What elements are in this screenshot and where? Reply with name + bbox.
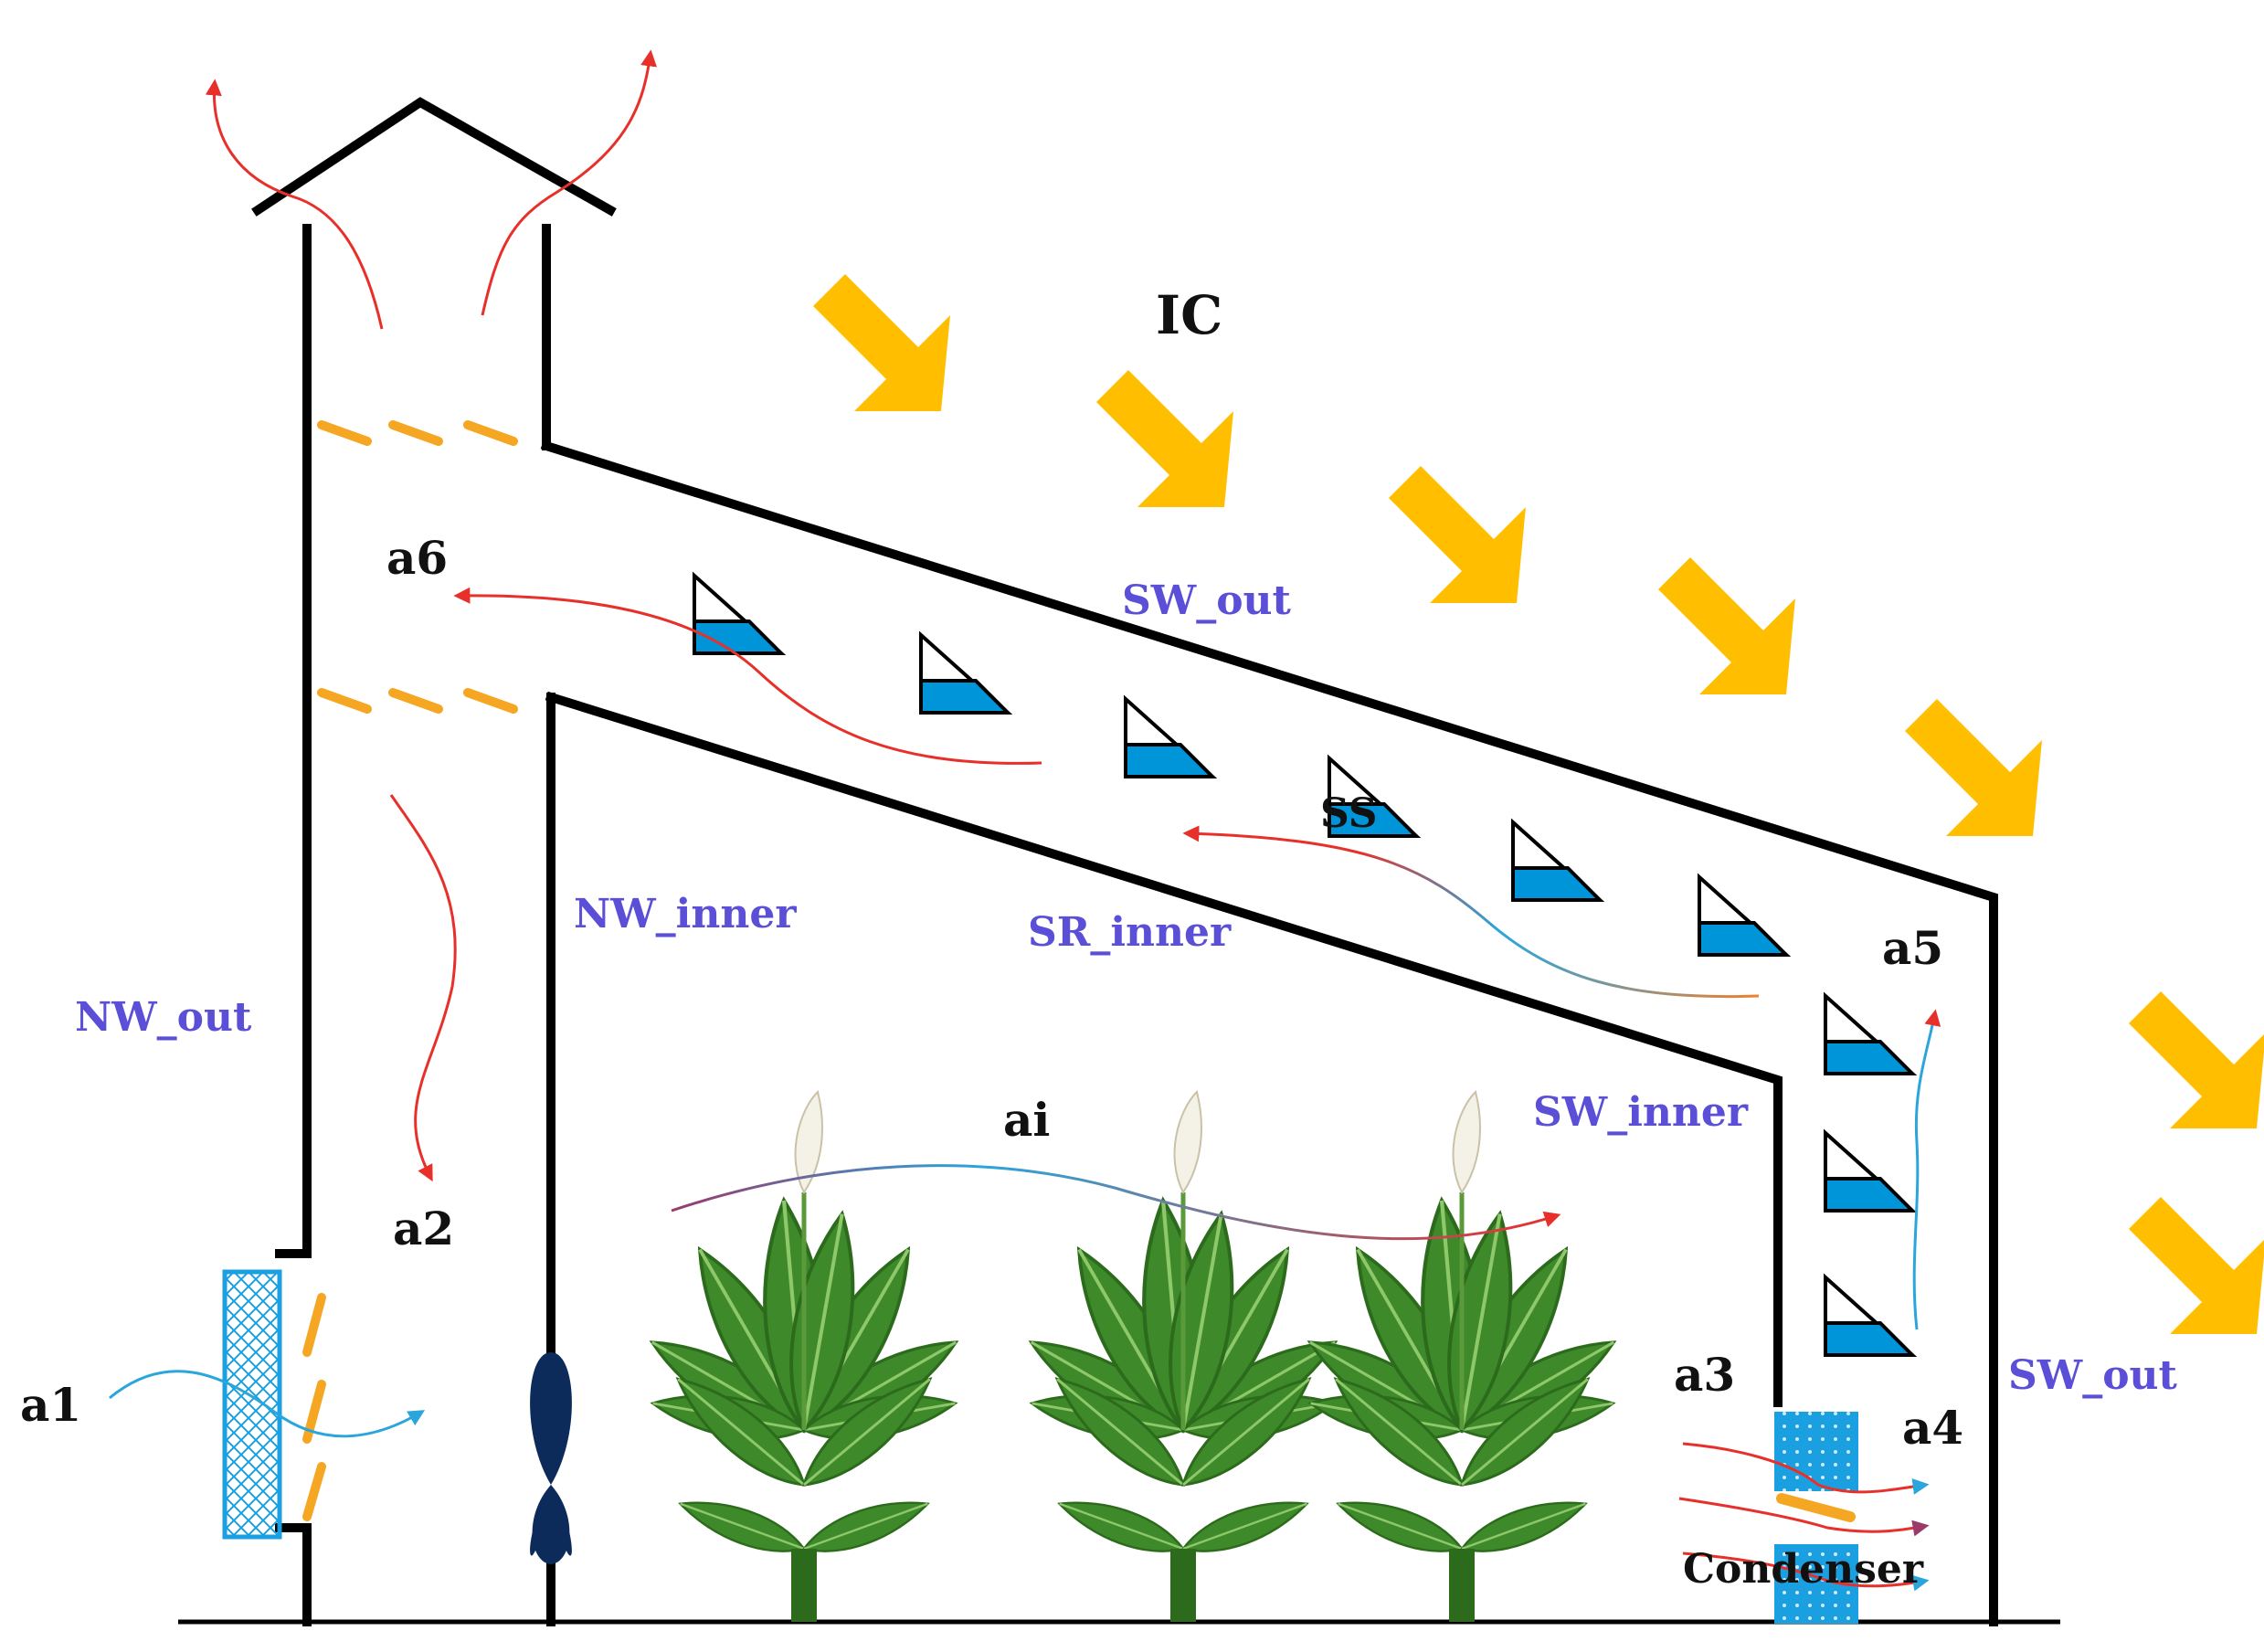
label-a1: a1 — [20, 1378, 81, 1432]
north-outer-wall — [275, 224, 312, 1626]
label-sw-inner: SW_inner — [1533, 1089, 1749, 1136]
plant-1 — [641, 1092, 968, 1622]
flow-down-to-a2 — [389, 794, 457, 1182]
label-sw-out-right: SW_out — [2008, 1352, 2178, 1399]
condenser-unit-top — [1774, 1412, 1858, 1491]
flow-up-a5 — [1912, 1009, 1941, 1330]
flow-condenser-3 — [1682, 1551, 1930, 1592]
solar-radiation-arrows — [813, 274, 2264, 1334]
fan-icon — [530, 1352, 572, 1564]
south-inner-roof — [545, 691, 1783, 1407]
flow-condenser-1 — [1682, 1442, 1930, 1495]
label-ic: IC — [1156, 284, 1222, 346]
chimney-exhaust-left — [205, 79, 384, 330]
flow-condenser-2 — [1678, 1497, 1930, 1537]
label-a4: a4 — [1902, 1401, 1963, 1455]
label-ss: SS — [1320, 790, 1378, 837]
label-sw-out-top: SW_out — [1122, 577, 1292, 624]
condenser-damper — [1776, 1493, 1856, 1522]
label-a2: a2 — [393, 1202, 454, 1255]
flow-inlet-a1 — [109, 1370, 426, 1438]
evaporative-pad — [222, 1269, 282, 1540]
upper-dampers — [322, 425, 513, 441]
chimney-exhaust-right — [481, 49, 657, 316]
flow-ai — [671, 1164, 1561, 1241]
lower-dampers — [322, 693, 513, 709]
air-flow-arrows — [109, 49, 1941, 1592]
plant-3 — [1299, 1092, 1625, 1622]
label-ai: ai — [1003, 1093, 1050, 1147]
south-outer-roof — [540, 439, 1998, 1626]
inlet-dampers — [302, 1293, 326, 1521]
label-condenser: Condenser — [1683, 1546, 1924, 1593]
label-nw-inner: NW_inner — [574, 891, 797, 937]
label-a3: a3 — [1674, 1348, 1735, 1402]
label-a6: a6 — [386, 531, 448, 585]
flow-sr-inner — [1182, 825, 1760, 999]
label-a5: a5 — [1882, 921, 1943, 975]
label-sr-inner: SR_inner — [1028, 909, 1232, 956]
flow-to-a6 — [453, 587, 1042, 765]
label-nw-out: NW_out — [75, 994, 252, 1041]
chimney-roof — [251, 97, 617, 217]
plant-2 — [1021, 1092, 1347, 1622]
